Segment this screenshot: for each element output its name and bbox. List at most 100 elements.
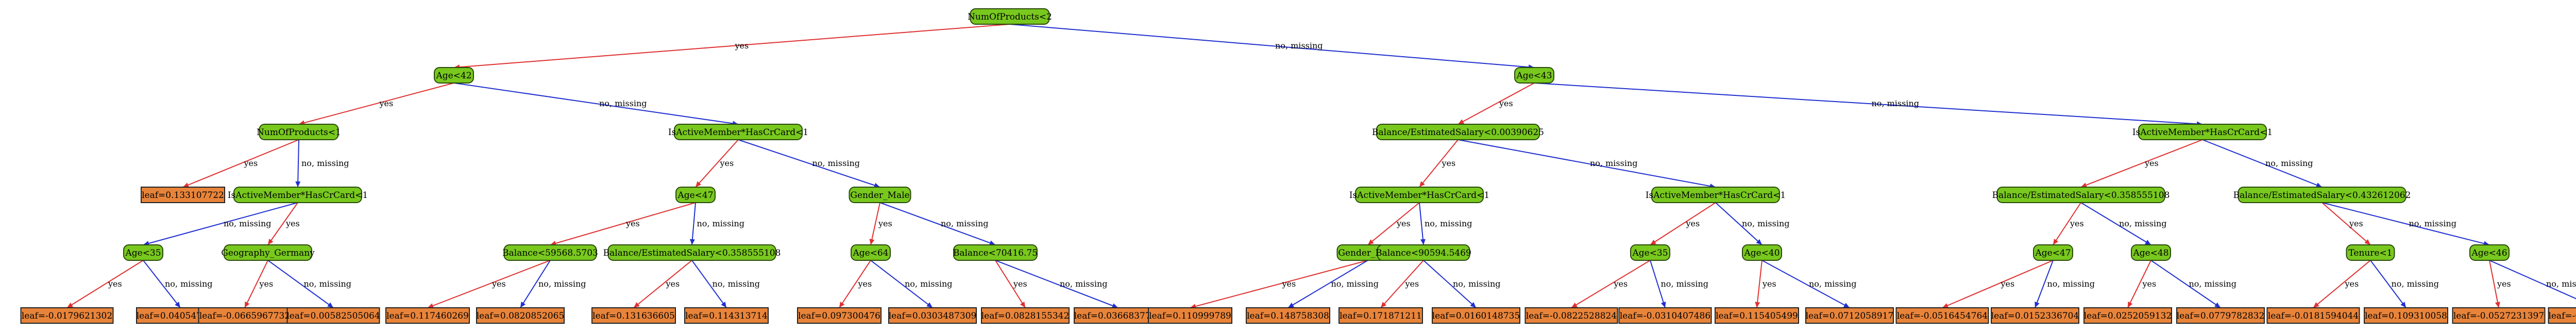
split-box bbox=[224, 244, 312, 261]
edge-label-yes: yes bbox=[1686, 219, 1700, 228]
edge-line bbox=[1761, 260, 1850, 308]
edge-yes-n14-n27: yes bbox=[2321, 202, 2371, 245]
edge-line bbox=[2370, 260, 2406, 308]
arrowhead-icon bbox=[696, 181, 702, 187]
leaf-node-leaf-0-110999789: leaf=0.110999789 bbox=[1148, 307, 1232, 324]
arrowhead-icon bbox=[1458, 119, 1465, 124]
split-node-age-40: Age<40 bbox=[1742, 244, 1782, 261]
edge-line bbox=[2321, 202, 2490, 245]
split-node-age-35: Age<35 bbox=[1630, 244, 1670, 261]
leaf-box bbox=[198, 307, 292, 324]
leaf-box bbox=[286, 307, 380, 324]
leaf-box bbox=[1432, 307, 1520, 324]
edge-no-n5-n12: no, missing bbox=[1458, 139, 1716, 189]
leaf-box bbox=[2176, 307, 2265, 324]
node-label: Geography_Germany bbox=[221, 248, 315, 258]
node-label: leaf=-0.0181594044 bbox=[2268, 311, 2359, 321]
edge-line bbox=[520, 260, 551, 308]
split-box bbox=[607, 244, 776, 261]
arrowhead-icon bbox=[2081, 182, 2088, 188]
edge-label-no: no, missing bbox=[2119, 219, 2166, 228]
edge-label-no: no, missing bbox=[2392, 279, 2439, 289]
leaf-node-leaf-0-133107722: leaf=0.133107722 bbox=[141, 187, 225, 203]
leaf-box bbox=[2548, 307, 2576, 324]
leaf-node-leaf-0-0252059132: leaf=0.0252059132 bbox=[2083, 307, 2172, 324]
leaf-node-leaf-0-117460269: leaf=0.117460269 bbox=[385, 307, 470, 324]
edge-label-yes: yes bbox=[1282, 279, 1296, 289]
node-label: leaf=0.0366837771 bbox=[1074, 311, 1162, 321]
split-node-age-47: Age<47 bbox=[675, 187, 716, 203]
edge-yes-n24-n47: yes bbox=[1755, 260, 1776, 308]
arrowhead-icon bbox=[245, 301, 250, 308]
edge-line bbox=[267, 260, 334, 308]
edge-line bbox=[1367, 202, 1420, 245]
edge-line bbox=[550, 202, 696, 245]
arrowhead-icon bbox=[2400, 302, 2406, 308]
edge-label-no: no, missing bbox=[165, 279, 212, 289]
node-label: leaf=0.109310058 bbox=[2365, 311, 2447, 321]
leaf-box bbox=[20, 307, 114, 324]
edge-line bbox=[2313, 260, 2371, 308]
arrowhead-icon bbox=[1756, 239, 1762, 245]
arrowhead-icon bbox=[1755, 302, 1760, 308]
node-label: leaf=-0.00486791035 bbox=[2548, 311, 2576, 321]
edge-line bbox=[2150, 260, 2221, 308]
split-node-balance-90594-5469: Balance<90594.5469 bbox=[1376, 244, 1471, 261]
arrowhead-icon bbox=[1111, 303, 1118, 308]
arrowhead-icon bbox=[1843, 303, 1850, 308]
leaf-node-leaf-0-148758308: leaf=0.148758308 bbox=[1246, 307, 1330, 324]
node-label: leaf=0.148758308 bbox=[1247, 311, 1329, 321]
split-box bbox=[123, 244, 163, 261]
arrowhead-icon bbox=[268, 239, 274, 245]
edge-yes-n19-n37: yes bbox=[839, 260, 872, 308]
edge-line bbox=[2053, 202, 2081, 245]
edge-label-no: no, missing bbox=[1742, 219, 1789, 228]
edge-label-no: no, missing bbox=[538, 279, 586, 289]
edge-label-no: no, missing bbox=[713, 279, 760, 289]
edge-line bbox=[66, 260, 144, 308]
edge-line bbox=[1650, 202, 1716, 245]
arrowhead-icon bbox=[327, 302, 333, 308]
edge-line bbox=[427, 260, 551, 308]
edge-label-yes: yes bbox=[1442, 158, 1456, 168]
split-box bbox=[2131, 244, 2171, 261]
leaf-box bbox=[684, 307, 769, 324]
node-label: leaf=-0.0527231397 bbox=[2453, 311, 2544, 321]
node-label: IsActiveMember*HasCrCard<1 bbox=[1646, 190, 1786, 201]
split-node-isactivemember-hascrcard-1: IsActiveMember*HasCrCard<1 bbox=[668, 124, 808, 140]
edge-yes-n20-n39: yes bbox=[995, 260, 1027, 308]
leaf-box bbox=[1805, 307, 1894, 324]
edge-line bbox=[453, 24, 1010, 68]
arrowhead-icon bbox=[1660, 302, 1666, 308]
split-box bbox=[2033, 244, 2073, 261]
edge-line bbox=[2035, 260, 2054, 308]
arrowhead-icon bbox=[295, 181, 301, 187]
edge-label-yes: yes bbox=[1762, 279, 1776, 289]
split-box bbox=[259, 124, 339, 140]
split-box bbox=[1742, 244, 1782, 261]
leaf-box bbox=[1618, 307, 1712, 324]
split-node-age-47: Age<47 bbox=[2033, 244, 2073, 261]
edge-label-yes: yes bbox=[1614, 279, 1628, 289]
split-box bbox=[1514, 67, 1554, 84]
node-label: leaf=0.131636605 bbox=[592, 311, 675, 321]
leaf-box bbox=[888, 307, 977, 324]
node-label: leaf=0.133107722 bbox=[142, 190, 224, 201]
arrowhead-icon bbox=[2214, 302, 2221, 308]
edge-line bbox=[1423, 260, 1477, 308]
split-box bbox=[953, 244, 1038, 261]
edge-yes-n12-n23: yes bbox=[1650, 202, 1716, 245]
edge-label-no: no, missing bbox=[1809, 279, 1856, 289]
leaf-node-leaf-0-0303487309: leaf=0.0303487309 bbox=[888, 307, 977, 324]
arrowhead-icon bbox=[2313, 302, 2319, 308]
node-label: Balance/EstimatedSalary<0.432612062 bbox=[2233, 190, 2411, 201]
split-box bbox=[503, 244, 597, 261]
arrowhead-icon bbox=[1942, 303, 1949, 308]
edge-label-yes: yes bbox=[2070, 219, 2084, 228]
leaf-box bbox=[2364, 307, 2448, 324]
node-label: IsActiveMember*HasCrCard<1 bbox=[2132, 127, 2273, 138]
split-node-balance-estimatedsalary-0-358555108: Balance/EstimatedSalary<0.358555108 bbox=[603, 244, 781, 261]
leaf-node-leaf-0-0712058917: leaf=0.0712058917 bbox=[1805, 307, 1894, 324]
edge-line bbox=[2127, 260, 2151, 308]
